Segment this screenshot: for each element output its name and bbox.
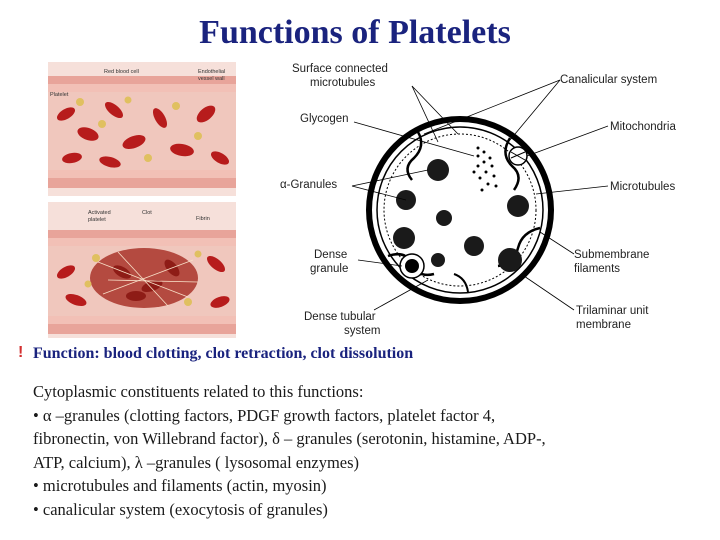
label-microtubules: Microtubules: [610, 181, 675, 193]
platelet-structure-diagram: Surface connected microtubules Glycogen …: [280, 63, 676, 337]
svg-text:membrane: membrane: [576, 319, 631, 331]
svg-text:Clot: Clot: [142, 210, 152, 216]
clot-mass: [90, 248, 198, 308]
svg-text:Activated: Activated: [88, 210, 111, 216]
mitochondria: [508, 146, 528, 166]
glycogen: [472, 146, 498, 192]
svg-text:Endothelial: Endothelial: [198, 69, 225, 75]
platelets: [76, 96, 202, 162]
bullet-alpha-granules: • α –granules (clotting factors, PDGF gr…: [33, 405, 496, 425]
constituents-heading: Cytoplasmic constituents related to this…: [33, 382, 364, 401]
red-blood-cells: [56, 101, 230, 168]
fibrin-strands: [97, 251, 199, 307]
svg-text:Platelet: Platelet: [50, 92, 69, 98]
label-mitochondria: Mitochondria: [610, 121, 676, 133]
leader-lines: [351, 79, 609, 311]
svg-text:microtubules: microtubules: [310, 77, 375, 89]
bullet-alpha-granules-cont2: ATP, calcium), λ –granules ( lysosomal e…: [33, 452, 360, 472]
constituents-text: Cytoplasmic constituents related to this…: [33, 380, 713, 521]
label-dense-granule: Dense: [314, 249, 347, 261]
svg-text:platelet: platelet: [88, 217, 106, 223]
label-alpha-granules: α-Granules: [280, 179, 337, 191]
exclamation-bullet-icon: !: [18, 344, 24, 361]
svg-text:Red blood cell: Red blood cell: [104, 69, 139, 75]
bullet-canalicular: • canalicular system (exocytosis of gran…: [33, 499, 328, 519]
svg-text:Fibrin: Fibrin: [196, 216, 210, 222]
label-submembrane-filaments: Submembrane: [574, 249, 649, 261]
svg-text:granule: granule: [310, 263, 348, 275]
normal-vessel-panel: Red blood cell Endothelial vessel wall P…: [48, 62, 236, 196]
blood-vessel-illustration: Red blood cell Endothelial vessel wall P…: [48, 62, 236, 338]
function-summary: Function: blood clotting, clot retractio…: [33, 345, 414, 362]
label-glycogen: Glycogen: [300, 113, 349, 125]
clot-vessel-panel: Activated platelet Clot Fibrin: [48, 202, 236, 338]
label-trilaminar-membrane: Trilaminar unit: [576, 305, 649, 317]
slide-title: Functions of Platelets: [199, 14, 511, 51]
bullet-microtubules: • microtubules and filaments (actin, myo…: [33, 476, 327, 495]
alpha-granules: [393, 159, 529, 272]
svg-text:system: system: [344, 325, 380, 337]
bullet-alpha-granules-cont: fibronectin, von Willebrand factor), δ –…: [33, 429, 546, 448]
svg-text:vessel wall: vessel wall: [198, 76, 225, 82]
dense-granule: [399, 253, 425, 279]
svg-text:filaments: filaments: [574, 263, 620, 275]
label-canalicular-system: Canalicular system: [560, 74, 657, 86]
label-surface-microtubules: Surface connected: [292, 63, 388, 75]
label-dense-tubular-system: Dense tubular: [304, 311, 376, 323]
